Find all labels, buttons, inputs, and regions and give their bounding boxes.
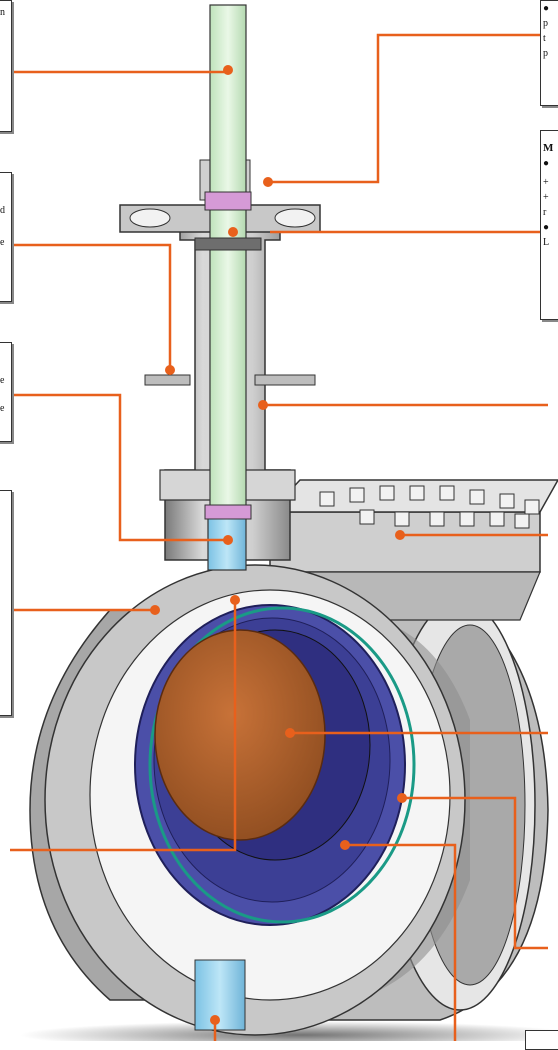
- leader-dot-icon: [258, 400, 268, 410]
- leader-dot-icon: [165, 365, 175, 375]
- leader-dot-icon: [210, 1015, 220, 1025]
- callout-material-text-5: ●: [543, 222, 550, 233]
- stem: [194, 4, 262, 1031]
- callout-gland: d e: [0, 172, 12, 302]
- callout-packing-text-1: ●: [543, 3, 550, 14]
- leader-dot-icon: [228, 227, 238, 237]
- leader-dot-icon: [397, 793, 407, 803]
- ball-face: [154, 629, 326, 841]
- callout-stem: n: [0, 0, 12, 132]
- callout-stem-text: n: [0, 7, 5, 18]
- leader-dots: [150, 65, 407, 1025]
- callout-packing-text-4: p: [543, 48, 548, 59]
- leader-dot-icon: [263, 177, 273, 187]
- callout-bonnet: e e: [0, 342, 12, 442]
- callout-material-text-2: +: [543, 177, 549, 188]
- callout-seat: [0, 490, 12, 716]
- leader-dot-icon: [395, 530, 405, 540]
- callout-packing-text-3: t: [543, 33, 546, 44]
- callout-material-text-6: L: [543, 237, 550, 248]
- leader-dot-icon: [223, 535, 233, 545]
- callout-bonnet-text-2: e: [0, 403, 5, 414]
- callout-material-title: M: [543, 142, 554, 154]
- callout-material-text-4: r: [543, 207, 547, 218]
- callout-bottom-right: [525, 1030, 558, 1050]
- callout-material: M ● + + r ● L: [540, 130, 558, 320]
- bonnet-bolts: [319, 485, 540, 529]
- callout-material-text-1: ●: [543, 158, 550, 169]
- callout-material-text-3: +: [543, 192, 549, 203]
- callout-packing-text-2: p: [543, 18, 548, 29]
- leader-dot-icon: [150, 605, 160, 615]
- leader-dot-icon: [285, 728, 295, 738]
- callout-gland-text-2: e: [0, 237, 5, 248]
- leader-dot-icon: [230, 595, 240, 605]
- leader-dot-icon: [340, 840, 350, 850]
- callout-bonnet-text-1: e: [0, 375, 5, 386]
- callout-gland-text-1: d: [0, 205, 5, 216]
- leader-dot-icon: [223, 65, 233, 75]
- callout-packing: ● p t p: [540, 0, 558, 106]
